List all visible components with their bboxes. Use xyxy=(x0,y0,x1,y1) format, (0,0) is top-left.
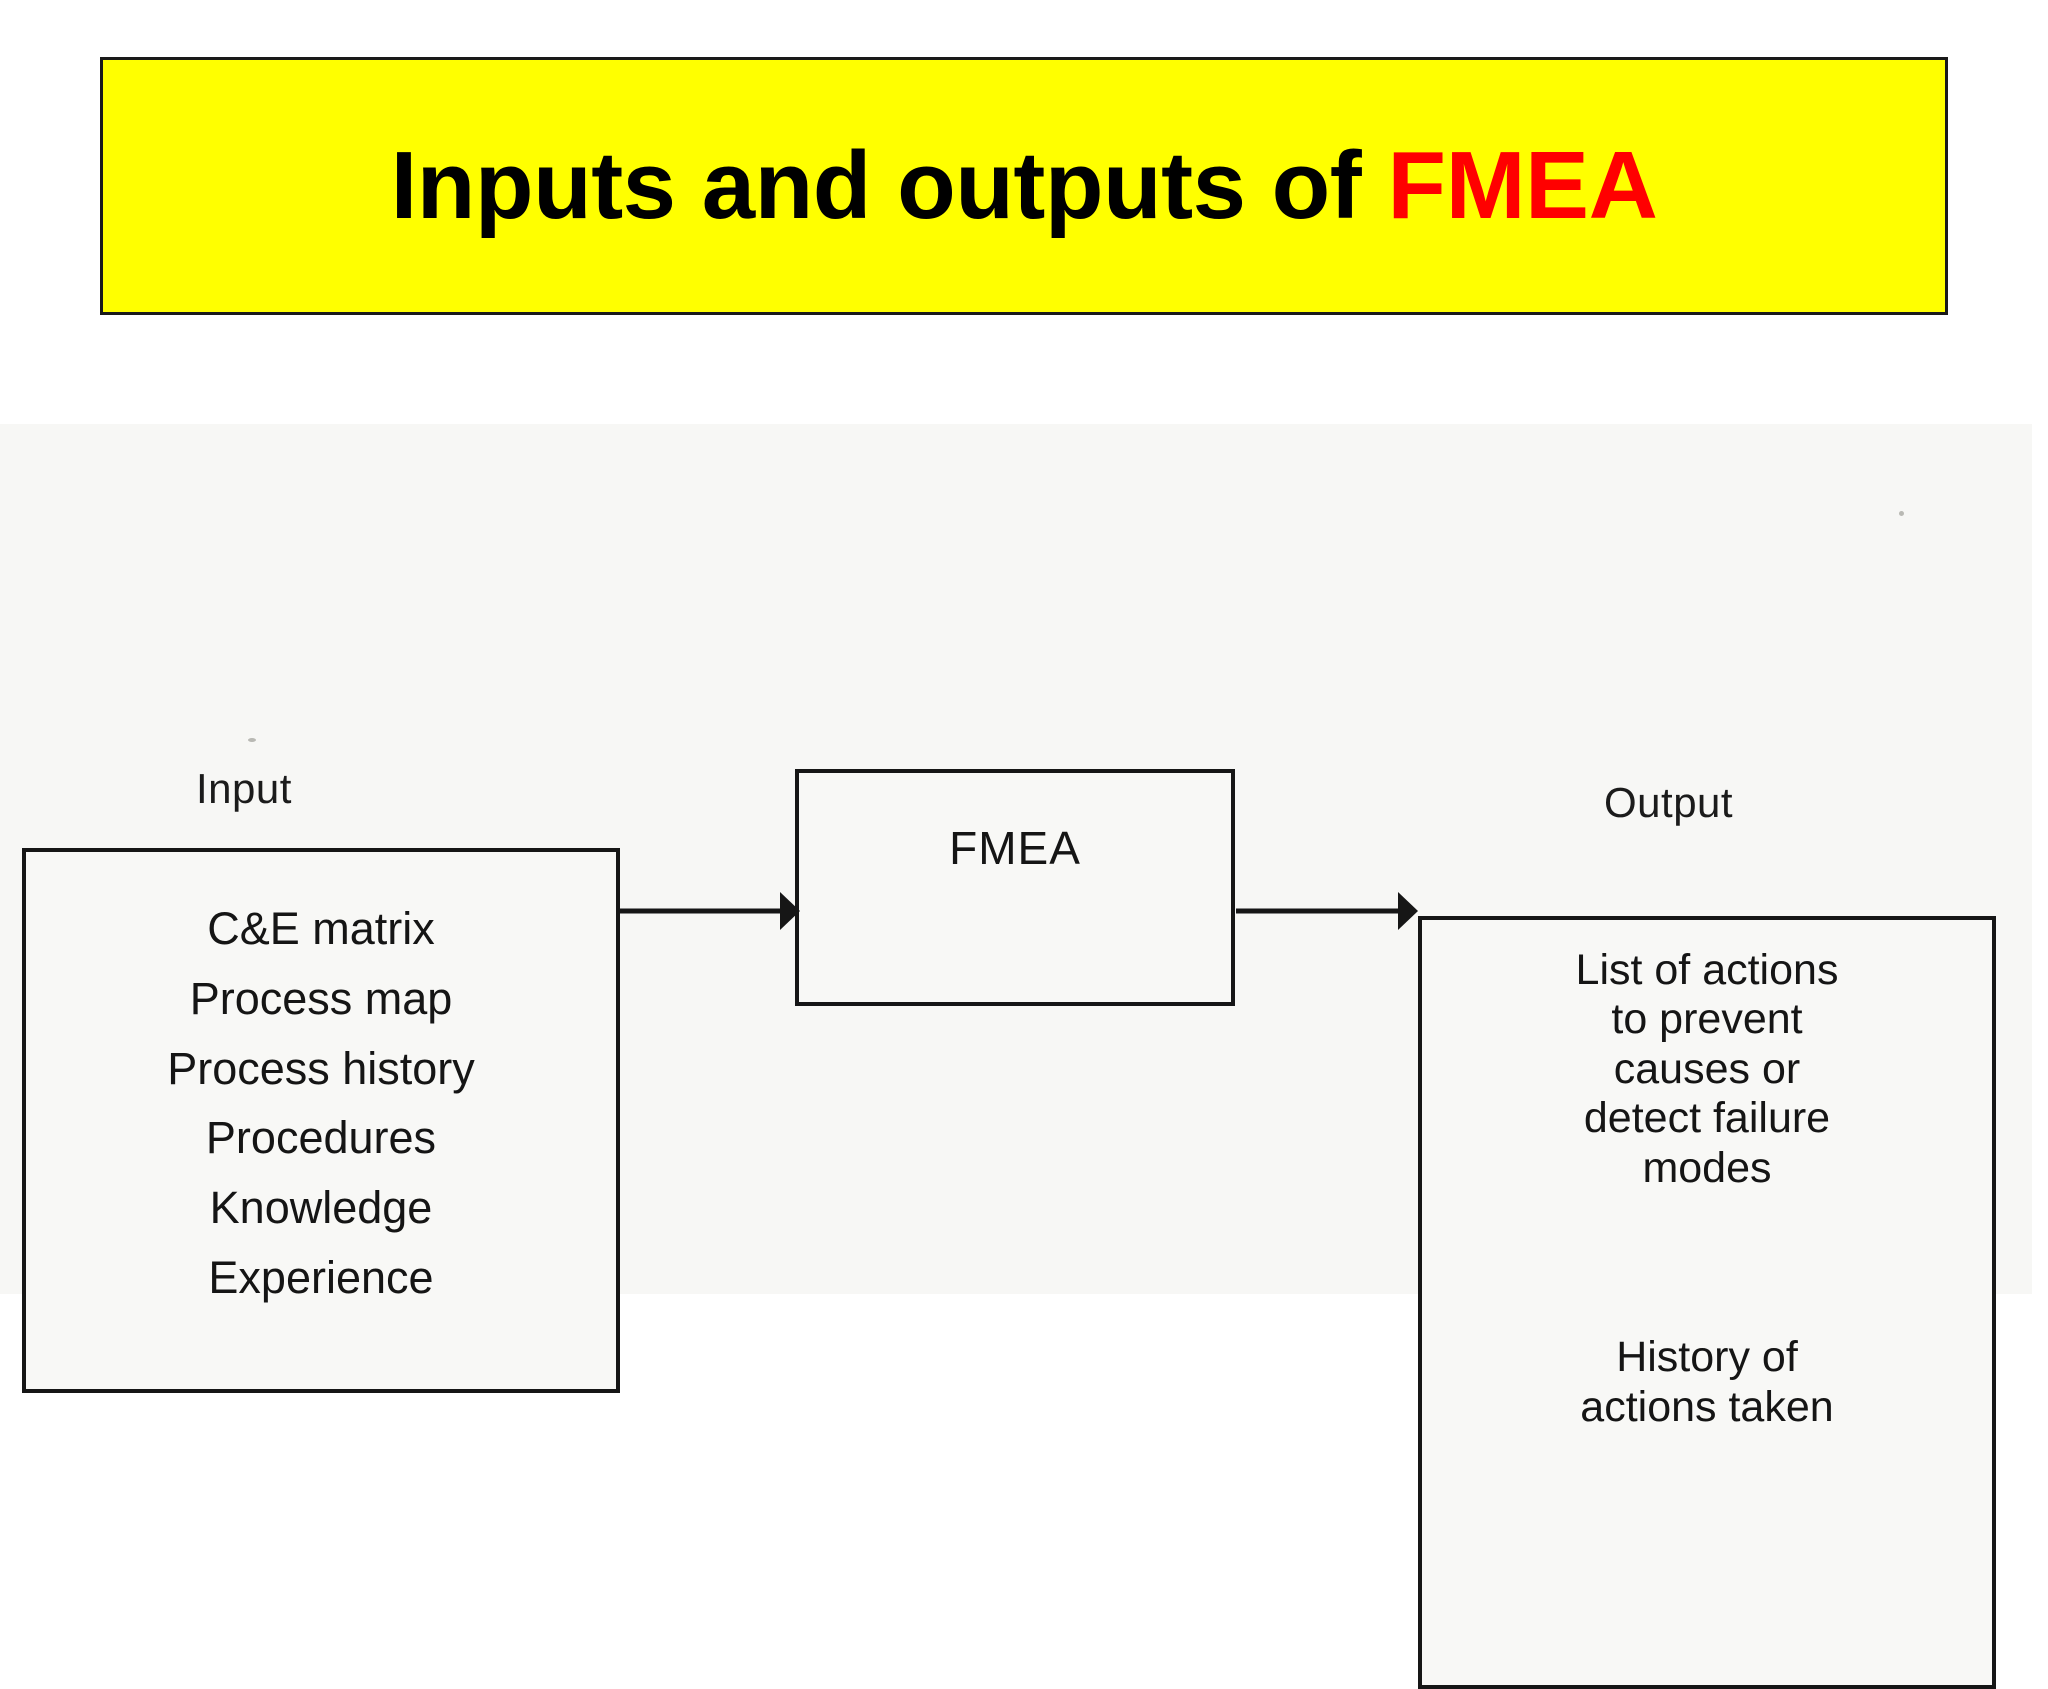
fmea-process-box: FMEA xyxy=(795,769,1235,1006)
list-item: C&E matrix xyxy=(207,903,435,954)
fmea-process-label: FMEA xyxy=(949,822,1081,874)
output-text-block-actions: List of actions to prevent causes or det… xyxy=(1576,946,1839,1193)
arrow-fmea-to-output xyxy=(1236,892,1418,930)
input-item-list: C&E matrix Process map Process history P… xyxy=(167,894,475,1313)
output-line: List of actions xyxy=(1575,946,1839,994)
page-title: Inputs and outputs of FMEA xyxy=(391,138,1658,234)
scan-artifact xyxy=(248,738,256,742)
title-plain-text: Inputs and outputs of xyxy=(390,132,1388,239)
fmea-flow-diagram: Input C&E matrix Process map Process his… xyxy=(0,424,2032,1689)
output-line: to prevent xyxy=(1611,995,1803,1044)
output-line: modes xyxy=(1642,1143,1772,1192)
scan-artifact xyxy=(1899,511,1904,516)
output-text-block-history: History of actions taken xyxy=(1580,1333,1833,1432)
output-line: causes or xyxy=(1613,1044,1801,1093)
list-item: Procedures xyxy=(205,1112,437,1164)
output-line: actions taken xyxy=(1580,1382,1834,1431)
list-item: Knowledge xyxy=(209,1182,433,1233)
list-item: Experience xyxy=(208,1251,434,1303)
output-section-label: Output xyxy=(1604,779,1734,826)
output-line: detect failure xyxy=(1583,1094,1831,1143)
arrow-input-to-fmea xyxy=(620,892,800,930)
input-box: C&E matrix Process map Process history P… xyxy=(22,848,620,1393)
title-banner: Inputs and outputs of FMEA xyxy=(100,57,1948,315)
input-section-label: Input xyxy=(196,765,292,812)
list-item: Process history xyxy=(167,1042,475,1094)
output-box: List of actions to prevent causes or det… xyxy=(1418,916,1996,1689)
output-line: History of xyxy=(1616,1333,1798,1382)
list-item: Process map xyxy=(189,972,453,1024)
title-accent-text: FMEA xyxy=(1387,132,1658,239)
